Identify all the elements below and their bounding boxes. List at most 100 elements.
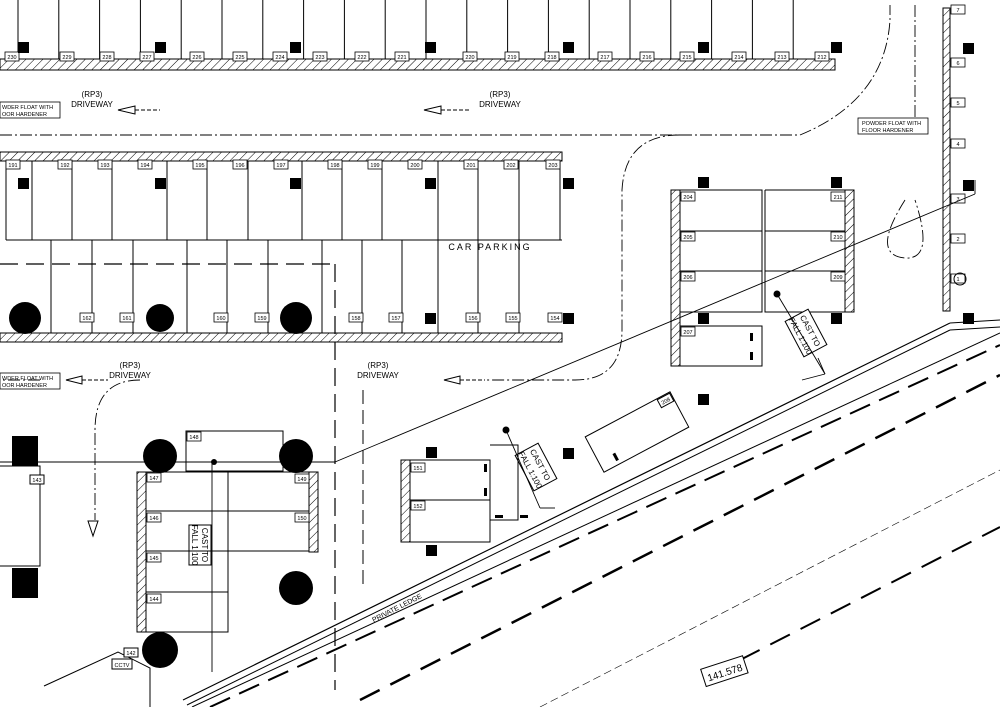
bay-label: 6 <box>950 57 966 68</box>
svg-text:221: 221 <box>397 55 406 61</box>
cctv-point-icon <box>953 272 967 286</box>
svg-text:209: 209 <box>833 275 842 281</box>
bay-label: 217 <box>597 51 613 62</box>
column-block <box>963 313 974 324</box>
tree-icon <box>279 439 313 473</box>
right-wall-hatch <box>942 7 951 312</box>
bay-label: 229 <box>59 51 75 62</box>
bay-label: 204 <box>680 191 696 202</box>
arrow-left-icon <box>65 375 83 385</box>
svg-text:151: 151 <box>413 466 422 472</box>
svg-text:223: 223 <box>315 55 324 61</box>
svg-text:222: 222 <box>357 55 366 61</box>
svg-text:213: 213 <box>777 55 786 61</box>
bay-label: 198 <box>327 159 343 170</box>
column-block <box>290 178 301 189</box>
road-boundary <box>182 319 1000 707</box>
finish-note-line: POWDER FLOAT WITH <box>862 121 921 127</box>
arrow-down-icon <box>87 520 99 538</box>
bay-label: 142 <box>126 651 135 657</box>
svg-text:206: 206 <box>683 275 692 281</box>
bay-label: 224 <box>272 51 288 62</box>
middle-bottom-wall <box>0 332 563 343</box>
bay-label: 156 <box>465 312 481 323</box>
svg-text:155: 155 <box>508 316 517 322</box>
bay-label: 1 <box>950 273 966 284</box>
bay-label: 219 <box>504 51 520 62</box>
bay-label: 7 <box>950 4 966 15</box>
bay-label: 161 <box>119 312 135 323</box>
bay-label: 5 <box>950 97 966 108</box>
bay-label: 197 <box>273 159 289 170</box>
svg-text:194: 194 <box>140 163 149 169</box>
bay-label: 144 <box>146 593 162 604</box>
column-block <box>563 178 574 189</box>
bay-label: 216 <box>639 51 655 62</box>
bay-label: 159 <box>254 312 270 323</box>
bay-label: 2 <box>950 233 966 244</box>
svg-text:218: 218 <box>547 55 556 61</box>
svg-text:159: 159 <box>257 316 266 322</box>
svg-text:224: 224 <box>275 55 284 61</box>
column-block <box>18 42 29 53</box>
svg-text:230: 230 <box>7 55 16 61</box>
bay-label: 148 <box>186 431 202 442</box>
svg-text:199: 199 <box>370 163 379 169</box>
driveway-boundary <box>0 5 924 520</box>
svg-text:FALL 1:100: FALL 1:100 <box>190 525 199 566</box>
tree-icon <box>146 304 174 332</box>
driveway-label: DRIVEWAY <box>109 371 151 380</box>
bay-label: 207 <box>680 326 696 337</box>
column-block <box>563 313 574 324</box>
svg-text:145: 145 <box>149 556 158 562</box>
finish-note-line: FLOOR HARDENER <box>862 128 913 134</box>
arrow-left-icon <box>443 375 461 385</box>
column-block <box>425 42 436 53</box>
svg-text:149: 149 <box>297 477 306 483</box>
svg-text:1: 1 <box>956 277 959 283</box>
arrow-left-icon <box>423 105 442 115</box>
tree-icon <box>142 632 178 668</box>
svg-text:210: 210 <box>833 235 842 241</box>
survey-point-icon <box>773 290 781 298</box>
svg-text:193: 193 <box>100 163 109 169</box>
svg-text:203: 203 <box>548 163 557 169</box>
bay-label: 220 <box>462 51 478 62</box>
svg-text:227: 227 <box>142 55 151 61</box>
svg-text:220: 220 <box>465 55 474 61</box>
svg-text:197: 197 <box>276 163 285 169</box>
bay-label: 193 <box>97 159 113 170</box>
svg-text:196: 196 <box>235 163 244 169</box>
bay-label: 191 <box>5 159 21 170</box>
car-parking-label: CAR PARKING <box>448 242 531 252</box>
finish-note-line: OOR HARDENER <box>2 112 47 118</box>
svg-text:192: 192 <box>60 163 69 169</box>
bay-label: 143 <box>32 478 41 484</box>
svg-text:216: 216 <box>642 55 651 61</box>
svg-text:204: 204 <box>683 195 692 201</box>
bay-label: 145 <box>146 552 162 563</box>
cast-to-fall-note: CAST TO FALL 1:100 <box>188 524 212 566</box>
bay-label: 206 <box>680 271 696 282</box>
svg-text:CAST TO: CAST TO <box>200 528 209 562</box>
svg-text:211: 211 <box>834 195 843 201</box>
bay-label: 146 <box>146 512 162 523</box>
bay-label: 218 <box>544 51 560 62</box>
svg-text:201: 201 <box>466 163 475 169</box>
svg-text:215: 215 <box>682 55 691 61</box>
spot-level: 141.578 <box>700 655 749 688</box>
svg-text:2: 2 <box>956 237 959 243</box>
svg-text:150: 150 <box>297 516 306 522</box>
finish-note-box <box>0 372 61 390</box>
driveway-code: (RP3) <box>82 90 103 99</box>
bay-label: 151 <box>410 462 426 473</box>
column-block <box>18 178 29 189</box>
bay-label: 196 <box>232 159 248 170</box>
tree-icon <box>9 302 41 334</box>
svg-text:144: 144 <box>149 597 158 603</box>
driveway-label: DRIVEWAY <box>357 371 399 380</box>
svg-text:154: 154 <box>550 316 559 322</box>
svg-text:226: 226 <box>192 55 201 61</box>
